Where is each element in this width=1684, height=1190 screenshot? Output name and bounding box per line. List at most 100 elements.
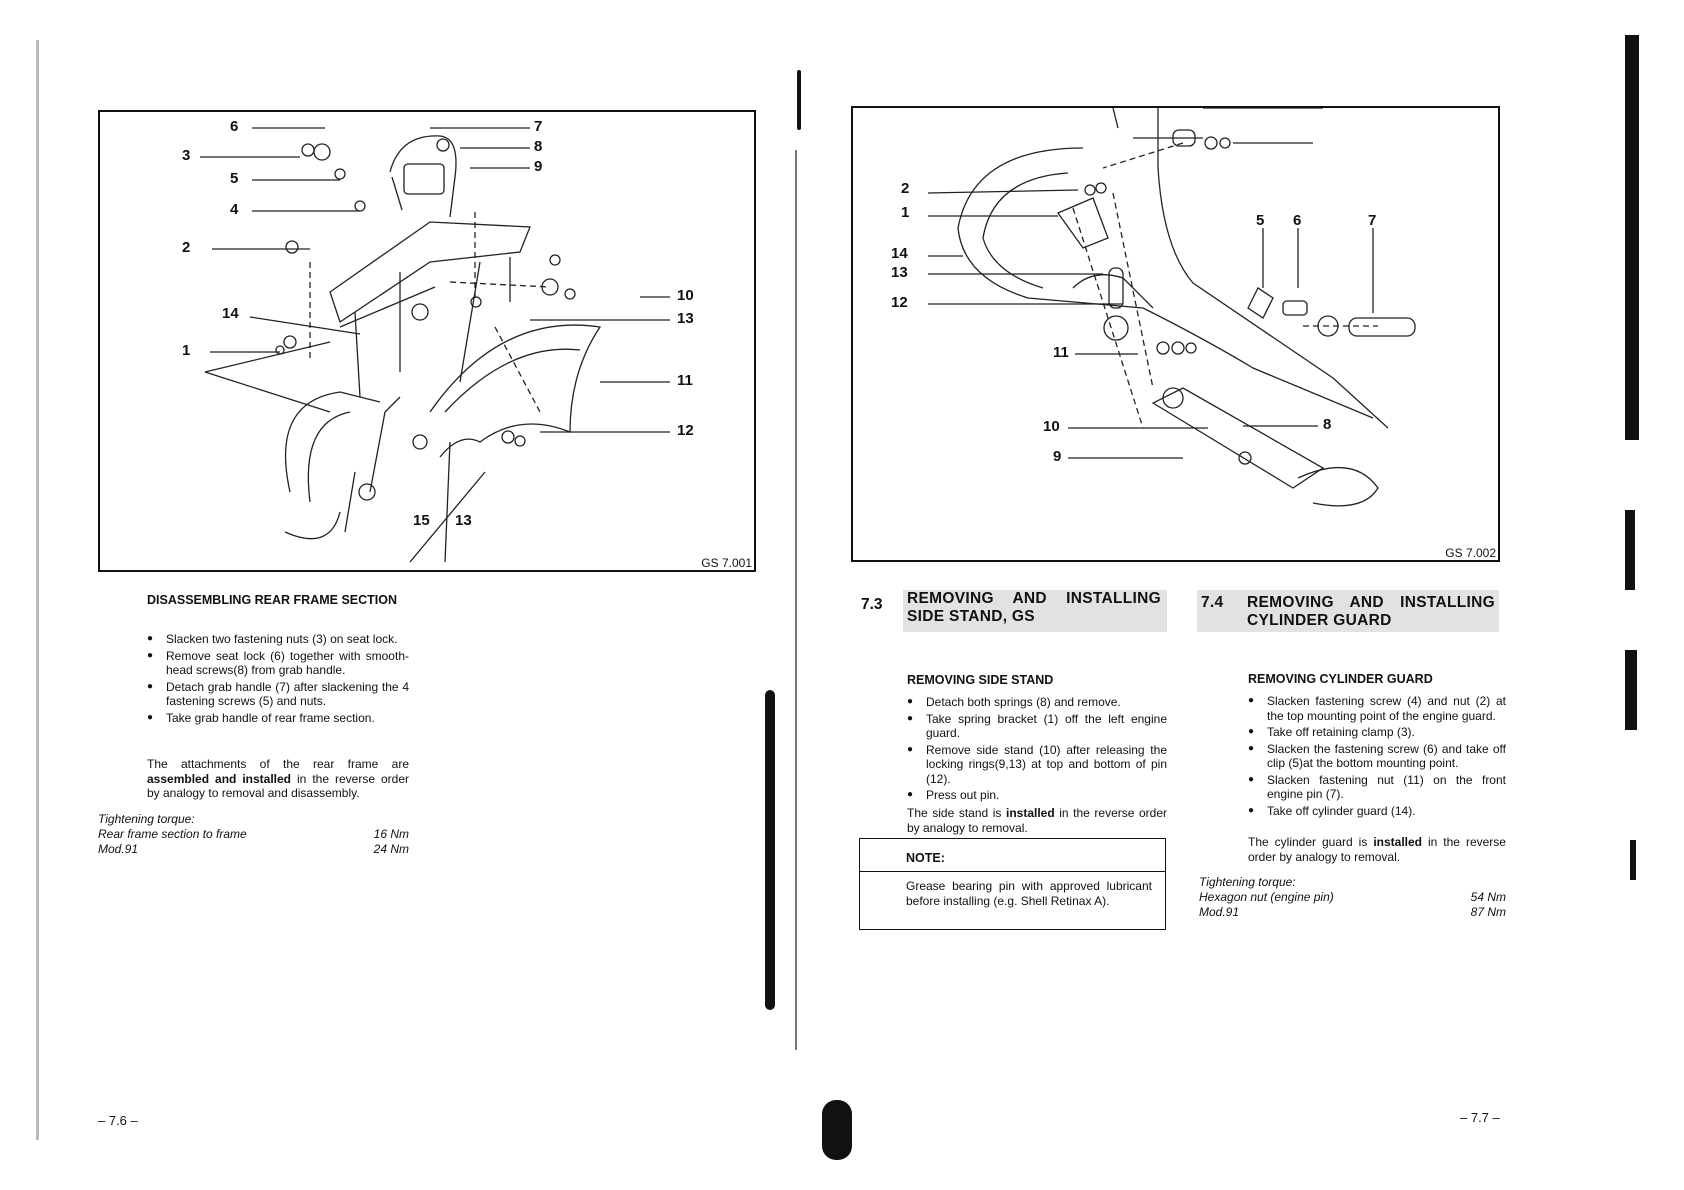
- callout-6: 6: [230, 118, 239, 135]
- right-torque-label: Hexagon nut (engine pin): [1199, 890, 1334, 904]
- callout-6: 6: [1293, 212, 1302, 229]
- right-torque-value: 54 Nm: [1470, 890, 1506, 904]
- left-heading: DISASSEMBLING REAR FRAME SECTION: [147, 593, 398, 607]
- callout-4: 4: [230, 201, 239, 218]
- rear-frame-exploded-drawing: [200, 127, 670, 563]
- figure-side-stand: 2 1 14 13 12 5 6 7 11 10 9 8 GS 7.002: [851, 106, 1500, 562]
- callout-11: 11: [677, 372, 693, 389]
- callout-10: 10: [677, 287, 694, 304]
- section-7-3-paragraph-bold: installed: [1005, 806, 1055, 820]
- callout-10: 10: [1043, 418, 1060, 435]
- section-number-7-3: 7.3: [861, 596, 883, 613]
- callout-2: 2: [182, 239, 191, 256]
- section-7-4-paragraph-bold: installed: [1373, 835, 1422, 849]
- center-gutter-mark: [797, 70, 801, 130]
- section-number-7-4: 7.4: [1201, 594, 1224, 611]
- callout-15: 15: [413, 512, 430, 529]
- callout-2: 2: [901, 180, 910, 197]
- left-paragraph-end: in the reverse order by analogy to remov…: [147, 771, 409, 801]
- section-7-4-step-2: Take off retaining clamp (3).: [1248, 725, 1506, 740]
- left-torque-table: Tightening torque: Rear frame section to…: [98, 812, 409, 857]
- section-title-7-3-line2: SIDE STAND, GS: [907, 608, 1035, 625]
- figure-code: GS 7.002: [1445, 546, 1496, 560]
- left-binding-edge: [36, 40, 39, 1140]
- section-7-4-steps: Slacken fastening screw (4) and nut (2) …: [1248, 694, 1506, 820]
- right-edge-tab-1: [1625, 35, 1639, 440]
- figure-code: GS 7.001: [701, 556, 752, 570]
- right-torque-value: 87 Nm: [1470, 905, 1506, 919]
- section-title-7-3: REMOVING AND INSTALLING SIDE STAND, GS: [903, 590, 1167, 632]
- section-7-3-paragraph-start: The side stand is: [907, 806, 1006, 820]
- right-page-number: – 7.7 –: [1460, 1110, 1500, 1125]
- section-7-3-step-4: Press out pin.: [907, 788, 1167, 803]
- left-step-4: Take grab handle of rear frame section.: [147, 711, 409, 726]
- left-torque-label: Mod.91: [98, 842, 139, 856]
- left-torque-value: 24 Nm: [373, 842, 409, 856]
- section-7-3-subheading: REMOVING SIDE STAND: [907, 673, 1054, 687]
- left-page-number: – 7.6 –: [98, 1113, 138, 1128]
- right-edge-tab-3: [1625, 650, 1637, 730]
- left-torque-title: Tightening torque:: [98, 812, 195, 826]
- right-torque-table: Tightening torque: Hexagon nut (engine p…: [1199, 875, 1506, 920]
- section-7-4-step-4: Slacken fastening nut (11) on the front …: [1248, 773, 1506, 802]
- right-edge-tab-2: [1625, 510, 1635, 590]
- section-7-3-steps: Detach both springs (8) and remove. Take…: [907, 695, 1167, 805]
- callout-13-lower: 13: [455, 512, 472, 529]
- left-paragraph: The attachments of the rear frame are as…: [147, 757, 409, 801]
- left-step-2: Remove seat lock (6) together with smoot…: [147, 649, 409, 678]
- section-7-3-step-1: Detach both springs (8) and remove.: [907, 695, 1167, 710]
- callout-14: 14: [891, 245, 908, 262]
- callout-13: 13: [677, 310, 694, 327]
- note-divider: [860, 871, 1165, 872]
- callout-7: 7: [534, 118, 543, 135]
- section-7-4-subheading: REMOVING CYLINDER GUARD: [1248, 672, 1433, 686]
- callout-8: 8: [534, 138, 543, 155]
- section-7-3-paragraph: The side stand is installed in the rever…: [907, 806, 1167, 835]
- section-title-7-4-line1: REMOVING AND INSTALLING: [1247, 594, 1495, 611]
- section-7-4-paragraph-end: in the reverse order by analogy to remov…: [1248, 835, 1506, 864]
- left-paragraph-bold: assembled and installed: [147, 771, 292, 786]
- left-step-1: Slacken two fastening nuts (3) on seat l…: [147, 632, 409, 647]
- left-torque-row: Mod.91 24 Nm: [98, 842, 409, 857]
- section-title-7-3-line1: REMOVING AND INSTALLING: [907, 590, 1161, 607]
- note-text: Grease bearing pin with approved lubrica…: [906, 879, 1152, 908]
- callout-5: 5: [1256, 212, 1265, 229]
- section-7-4-step-3: Slacken the fastening screw (6) and take…: [1248, 742, 1506, 771]
- note-box: NOTE: Grease bearing pin with approved l…: [859, 838, 1166, 930]
- section-7-3-step-2: Take spring bracket (1) off the left eng…: [907, 712, 1167, 741]
- callout-3: 3: [182, 147, 191, 164]
- callout-11: 11: [1053, 344, 1069, 361]
- section-7-4-paragraph-start: The cylinder guard is: [1248, 835, 1374, 849]
- callout-14: 14: [222, 305, 239, 322]
- center-gutter-blot: [765, 690, 775, 1010]
- side-stand-exploded-drawing: [927, 108, 1416, 507]
- note-title: NOTE:: [906, 851, 945, 865]
- callout-9: 9: [1053, 448, 1062, 465]
- right-torque-row: Mod.91 87 Nm: [1199, 905, 1506, 920]
- section-7-3-paragraph-end: in the reverse order by analogy to remov…: [907, 806, 1167, 835]
- section-title-7-4: 7.4 REMOVING AND INSTALLING CYLINDER GUA…: [1197, 590, 1499, 632]
- right-torque-title: Tightening torque:: [1199, 875, 1296, 889]
- callout-12: 12: [891, 294, 908, 311]
- callout-5: 5: [230, 170, 239, 187]
- right-torque-row: Hexagon nut (engine pin) 54 Nm: [1199, 890, 1506, 905]
- callout-1: 1: [901, 204, 910, 221]
- section-title-7-4-line2: CYLINDER GUARD: [1247, 612, 1392, 629]
- left-step-3: Detach grab handle (7) after slackening …: [147, 680, 409, 709]
- left-steps-list: Slacken two fastening nuts (3) on seat l…: [147, 632, 409, 727]
- figure-rear-frame: 6 7 8 9 3 5 4 2 10 13 14 1 11 12 15 13 G…: [98, 110, 756, 572]
- callout-12: 12: [677, 422, 694, 439]
- section-7-4-step-1: Slacken fastening screw (4) and nut (2) …: [1248, 694, 1506, 723]
- section-7-4-paragraph: The cylinder guard is installed in the r…: [1248, 835, 1506, 864]
- left-torque-label: Rear frame section to frame: [98, 827, 247, 841]
- callout-13: 13: [891, 264, 908, 281]
- callout-1: 1: [182, 342, 191, 359]
- right-torque-label: Mod.91: [1199, 905, 1240, 919]
- callout-9: 9: [534, 158, 543, 175]
- left-paragraph-start: The attachments of the rear frame are: [147, 757, 409, 771]
- center-gutter-blot-bottom: [822, 1100, 852, 1160]
- center-gutter-line: [795, 150, 797, 1050]
- right-edge-tab-4: [1630, 840, 1636, 880]
- callout-7: 7: [1368, 212, 1377, 229]
- callout-8: 8: [1323, 416, 1332, 433]
